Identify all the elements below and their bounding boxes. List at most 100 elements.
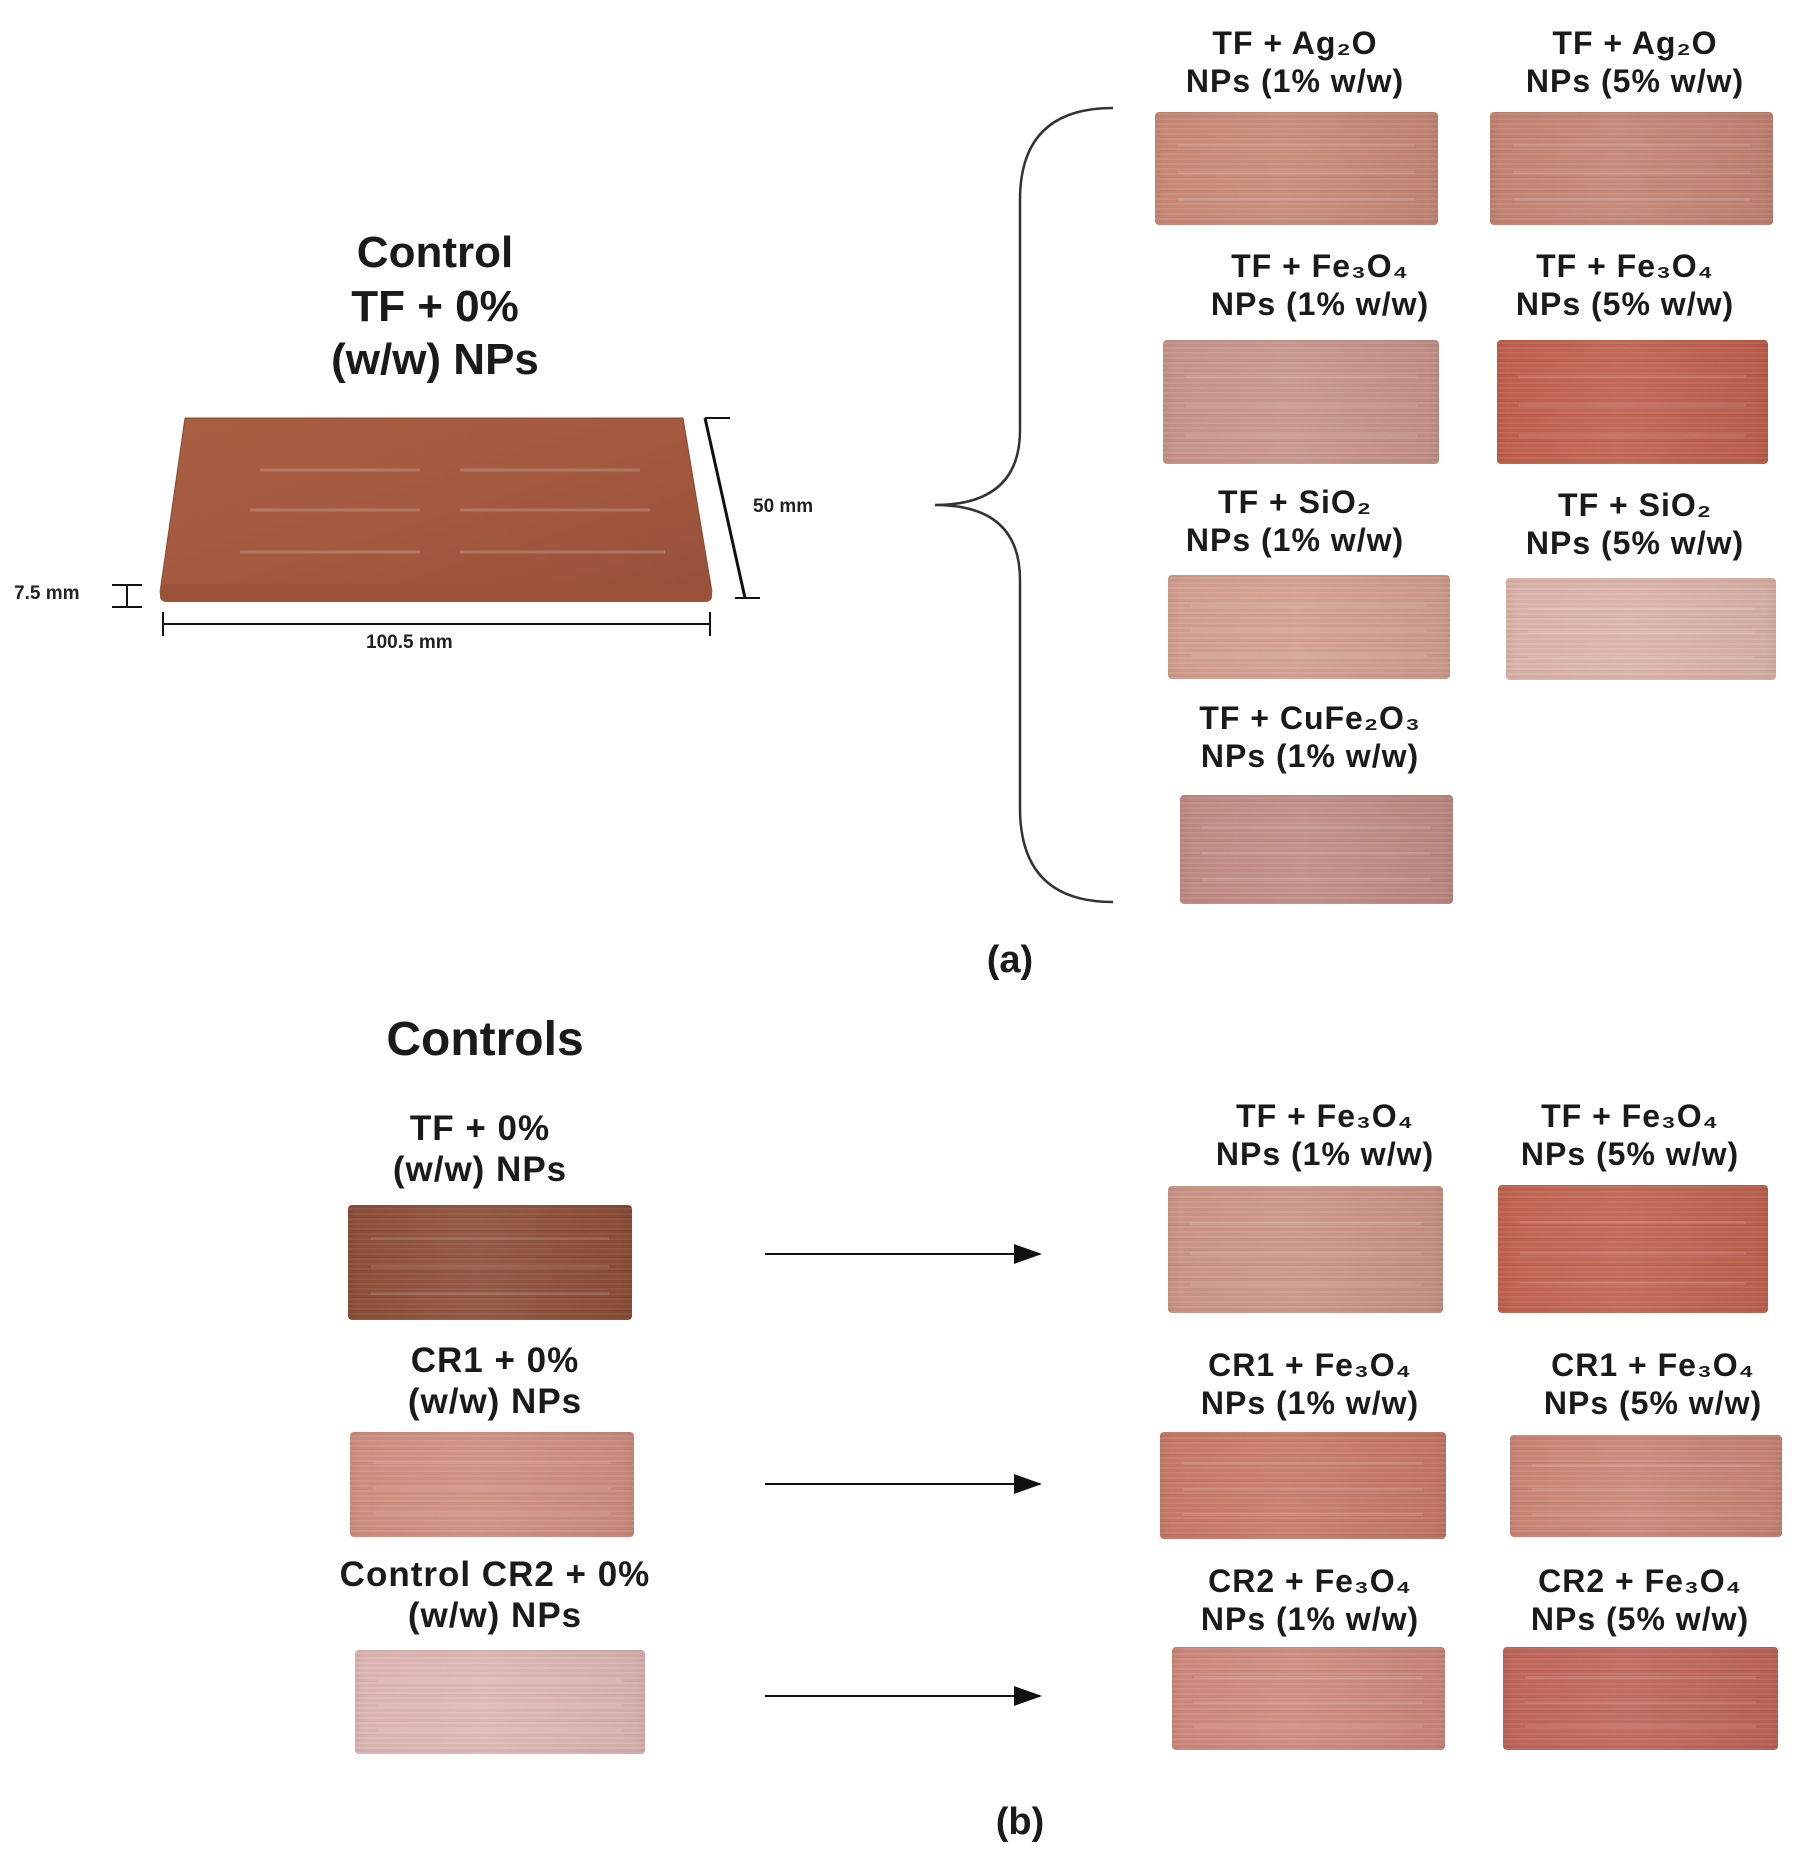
control-label: CR1 + 0% (w/w) NPs xyxy=(345,1340,645,1423)
control-title-line-2: TF + 0% xyxy=(351,281,519,331)
tile-groove xyxy=(1193,1725,1424,1729)
tile-groove xyxy=(1519,1251,1747,1255)
sample-tile xyxy=(1497,340,1768,464)
sample-label: TF + Fe₃O₄ NPs (5% w/w) xyxy=(1485,1098,1775,1174)
tile-groove xyxy=(1177,143,1416,147)
tile-groove xyxy=(378,1704,622,1708)
sample-tile xyxy=(1510,1435,1782,1537)
sample-label-line-1: TF + SiO₂ xyxy=(1218,484,1372,520)
sample-label-line-2: NPs (1% w/w) xyxy=(1200,737,1420,774)
tile-groove xyxy=(372,1511,612,1515)
tile-groove xyxy=(1190,654,1428,658)
sample-label: CR1 + Fe₃O₄ NPs (5% w/w) xyxy=(1508,1347,1797,1423)
tile-groove xyxy=(1518,404,1747,408)
tile-groove xyxy=(1201,825,1432,829)
sample-label: TF + SiO₂ NPs (5% w/w) xyxy=(1490,487,1780,563)
sample-label-line-2: NPs (1% w/w) xyxy=(1215,1135,1435,1172)
sample-label: TF + Fe₃O₄ NPs (5% w/w) xyxy=(1480,248,1770,324)
sample-label: TF + Ag₂O NPs (1% w/w) xyxy=(1150,25,1440,101)
tile-groove xyxy=(1531,1488,1761,1492)
tile-groove xyxy=(1518,374,1747,378)
sample-tile xyxy=(1168,1186,1443,1313)
tile-groove xyxy=(370,1237,610,1241)
sample-label-line-2: NPs (5% w/w) xyxy=(1515,285,1735,322)
sample-label-line-2: NPs (1% w/w) xyxy=(1185,521,1405,558)
sample-label-line-2: NPs (5% w/w) xyxy=(1530,1600,1750,1637)
sample-tile xyxy=(1490,112,1773,225)
sample-label: CR2 + Fe₃O₄ NPs (5% w/w) xyxy=(1495,1563,1785,1639)
sample-label-line-2: NPs (5% w/w) xyxy=(1543,1384,1763,1421)
sample-label-line-2: NPs (5% w/w) xyxy=(1525,62,1745,99)
tile-groove xyxy=(1182,1461,1424,1465)
tile-groove xyxy=(1177,197,1416,201)
tile-groove xyxy=(1190,1221,1421,1225)
tile-groove xyxy=(1512,143,1751,147)
tile-groove xyxy=(1201,851,1432,855)
grouping-brace xyxy=(934,106,1114,904)
length-label: 100.5 mm xyxy=(366,632,453,653)
tile-groove xyxy=(378,1679,622,1683)
thickness-label: 7.5 mm xyxy=(14,583,80,604)
sample-tile xyxy=(1163,340,1439,464)
sample-tile xyxy=(1506,578,1776,680)
tile-groove xyxy=(370,1292,610,1296)
sample-label-line-1: CR2 + Fe₃O₄ xyxy=(1208,1563,1412,1599)
tile-groove xyxy=(1527,606,1755,610)
tile-groove xyxy=(1527,631,1755,635)
width-dimension-line xyxy=(703,417,760,599)
tile-groove xyxy=(370,1264,610,1268)
control-label-line-2: (w/w) NPs xyxy=(407,1382,583,1422)
sample-label-line-2: NPs (1% w/w) xyxy=(1185,62,1405,99)
tile-groove xyxy=(1531,1463,1761,1467)
sample-label: TF + Ag₂O NPs (5% w/w) xyxy=(1490,25,1780,101)
sample-label-line-1: CR1 + Fe₃O₄ xyxy=(1551,1347,1755,1383)
sample-label-line-1: CR2 + Fe₃O₄ xyxy=(1538,1563,1742,1599)
sample-tile xyxy=(1498,1185,1768,1313)
tile-groove xyxy=(1525,1725,1756,1729)
tile-groove xyxy=(1190,1282,1421,1286)
tile-groove xyxy=(1193,1675,1424,1679)
sample-label-line-1: TF + Fe₃O₄ xyxy=(1231,248,1409,284)
sample-label-line-2: NPs (5% w/w) xyxy=(1520,1135,1740,1172)
tile-groove xyxy=(1177,170,1416,174)
sample-label: CR1 + Fe₃O₄ NPs (1% w/w) xyxy=(1165,1347,1455,1423)
sample-label-line-2: NPs (1% w/w) xyxy=(1200,1600,1420,1637)
sample-label-line-1: TF + CuFe₂O₃ xyxy=(1199,700,1421,736)
tile-groove xyxy=(1185,374,1417,378)
control-title: Control TF + 0% (w/w) NPs xyxy=(300,226,570,387)
tile-groove xyxy=(1512,170,1751,174)
tile-groove xyxy=(1185,434,1417,438)
width-label: 50 mm xyxy=(753,496,814,517)
control-title-line-3: (w/w) NPs xyxy=(331,335,539,385)
tile-groove xyxy=(1182,1513,1424,1517)
sample-label-line-1: TF + Ag₂O xyxy=(1552,25,1718,61)
sample-label-line-1: TF + SiO₂ xyxy=(1558,487,1712,523)
tile-groove xyxy=(1525,1675,1756,1679)
sample-label-line-2: NPs (1% w/w) xyxy=(1200,1384,1420,1421)
control-tile xyxy=(348,1205,632,1320)
sample-label-line-1: TF + Ag₂O xyxy=(1212,25,1378,61)
tile-groove xyxy=(1525,1700,1756,1704)
control-tile xyxy=(355,1650,645,1754)
tile-groove xyxy=(1527,655,1755,659)
sample-label: TF + CuFe₂O₃ NPs (1% w/w) xyxy=(1165,700,1455,776)
sample-label-line-2: NPs (5% w/w) xyxy=(1525,524,1745,561)
sample-tile xyxy=(1155,112,1438,225)
thickness-dimension-line xyxy=(112,584,142,608)
tile-groove xyxy=(1182,1487,1424,1491)
control-label-line-1: Control CR2 + 0% xyxy=(339,1555,651,1594)
sample-label-line-2: NPs (1% w/w) xyxy=(1210,285,1430,322)
tile-groove xyxy=(1519,1220,1747,1224)
tile-groove xyxy=(378,1729,622,1733)
sample-tile xyxy=(1503,1647,1778,1750)
control-label: Control CR2 + 0% (w/w) NPs xyxy=(285,1554,705,1637)
tile-groove xyxy=(1190,604,1428,608)
tile-groove xyxy=(372,1461,612,1465)
sample-tile xyxy=(1180,795,1453,904)
tile-groove xyxy=(1190,629,1428,633)
sample-label-line-1: TF + Fe₃O₄ xyxy=(1541,1098,1719,1134)
sample-tile xyxy=(1172,1647,1445,1750)
tile-groove xyxy=(1185,404,1417,408)
controls-title: Controls xyxy=(386,1013,584,1066)
